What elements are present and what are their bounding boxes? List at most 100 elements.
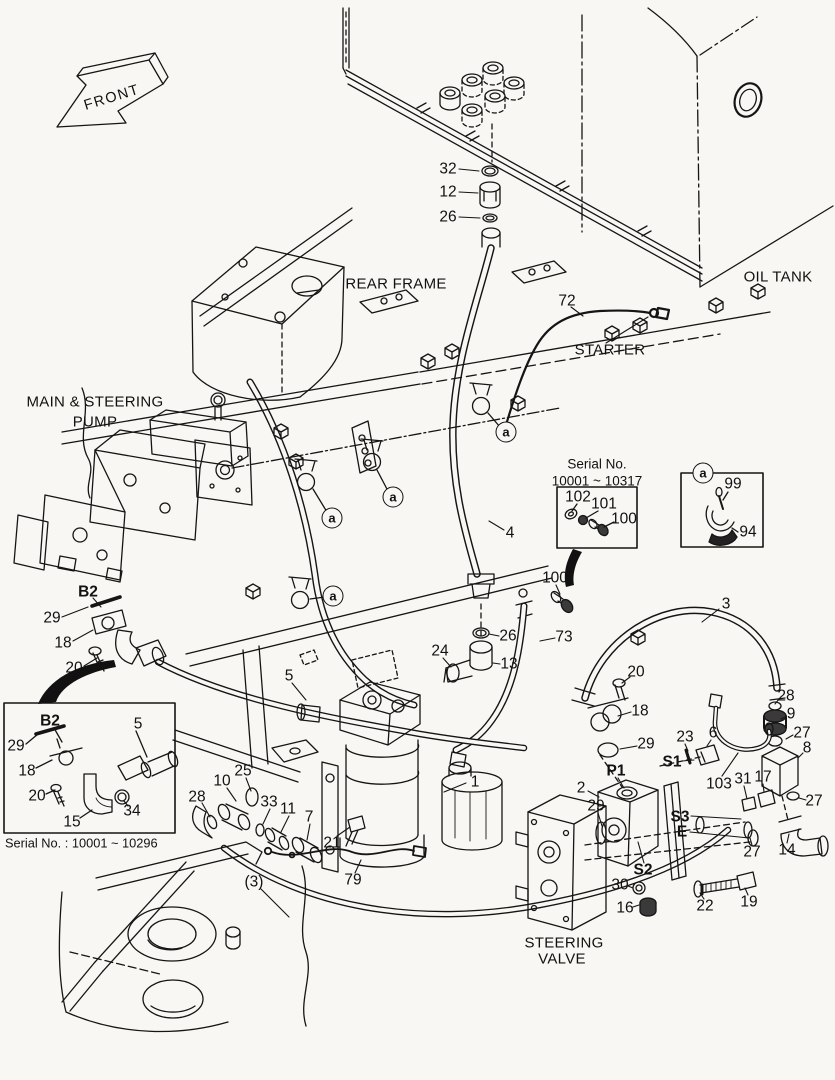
leader-lines [61, 168, 807, 918]
a-marker-inset: a [692, 462, 714, 484]
serial-range-right: 10001 ~ 10317 [551, 473, 643, 489]
callout-20-right: 20 [627, 663, 645, 681]
callout-28-right: 28 [777, 687, 795, 705]
inset-serial-box [556, 486, 638, 549]
callout-32: 32 [439, 160, 457, 178]
callout-18-left: 18 [54, 634, 72, 652]
serial-title-right: Serial No. [567, 456, 627, 472]
starter-wire-72 [504, 306, 671, 427]
callout-p1: P1 [606, 762, 626, 780]
elbow-14 [747, 791, 829, 857]
deck-frame [61, 311, 771, 783]
callout-31: 31 [734, 770, 752, 788]
callout-103: 103 [706, 775, 732, 793]
rear-frame-label: REAR FRAME [345, 275, 447, 293]
callout-5-main: 5 [284, 667, 294, 685]
oil-tank-label: OIL TANK [743, 268, 813, 286]
callout-27-c: 27 [743, 843, 761, 861]
main-pump-label-1: MAIN & STEERING [26, 393, 164, 411]
callout-24: 24 [431, 642, 449, 660]
inset-callout-18: 18 [18, 762, 36, 780]
callout-29-left: 29 [43, 609, 61, 627]
main-pump-label-2: PUMP [72, 413, 118, 431]
callout-s2: S2 [633, 861, 653, 879]
callout-101: 101 [591, 495, 617, 513]
deck-nuts [245, 283, 766, 646]
callout-26-mid: 26 [499, 627, 517, 645]
inset-callout-b2: B2 [40, 712, 60, 730]
inset-callout-20: 20 [28, 787, 46, 805]
hose-clamps-a [288, 382, 501, 610]
callout-11: 11 [279, 800, 297, 818]
callout-7: 7 [304, 808, 314, 826]
hose-left-run [246, 378, 418, 709]
callout-16: 16 [616, 899, 634, 917]
callout-20-left: 20 [65, 659, 83, 677]
starter-label: STARTER [574, 341, 646, 359]
callout-72: 72 [558, 292, 576, 310]
a-marker-1: a [495, 421, 517, 443]
callout-10: 10 [213, 772, 231, 790]
callout-100-inset: 100 [611, 510, 637, 528]
callout-25: 25 [234, 762, 252, 780]
callout-102: 102 [565, 488, 591, 506]
inset-callout-29: 29 [7, 737, 25, 755]
valve-adapter-2 [584, 779, 776, 917]
callout-29-valve: 29 [587, 797, 605, 815]
callout-21: 21 [323, 834, 341, 852]
callout-13: 13 [500, 655, 518, 673]
callout-19: 19 [740, 893, 758, 911]
callout-27-b: 27 [805, 792, 823, 810]
swoosh-arrow-right [564, 549, 582, 587]
inset-callout-15: 15 [63, 813, 81, 831]
a-marker-2: a [382, 486, 404, 508]
callout-26-top: 26 [439, 208, 457, 226]
clamp-18b [587, 678, 629, 788]
upper-frame-rail [342, 7, 703, 282]
hose-73 [452, 588, 533, 754]
callout-79: 79 [344, 871, 362, 889]
callout-2: 2 [576, 779, 586, 797]
callout-22: 22 [696, 897, 714, 915]
a-marker-3: a [321, 507, 343, 529]
callout-3-qty: (3) [244, 873, 264, 891]
callout-17: 17 [754, 768, 772, 786]
callout-94: 94 [739, 523, 757, 541]
callout-27-a: 27 [793, 724, 811, 742]
steering-valve-label-1: STEERING [524, 934, 604, 952]
hose-79-sweep [220, 826, 732, 918]
swoosh-arrow-left [38, 660, 116, 704]
callout-4: 4 [505, 524, 515, 542]
callout-s3: S3 [670, 808, 690, 826]
box-plate [81, 207, 353, 499]
hose-3-lower-left [61, 861, 195, 1012]
callout-73: 73 [555, 628, 573, 646]
frame-arm-bottom-left [58, 841, 309, 1033]
inset-callout-5: 5 [133, 715, 143, 733]
callout-30: 30 [611, 876, 629, 894]
callout-b2-main: B2 [78, 583, 98, 601]
callout-12: 12 [439, 183, 457, 201]
callout-8: 8 [802, 739, 812, 757]
oil-tank-outline [581, 7, 834, 288]
callout-14: 14 [778, 841, 796, 859]
callout-100-main: 100 [542, 569, 568, 587]
callout-e: E [676, 823, 688, 841]
callout-3: 3 [721, 595, 731, 613]
serial-caption-left: Serial No. : 10001 ~ 10296 [5, 835, 158, 851]
wire-79 [263, 845, 427, 859]
callout-9: 9 [786, 705, 796, 723]
inset-clamp-box [680, 472, 764, 548]
canister-1 [441, 751, 503, 851]
callout-33: 33 [260, 793, 278, 811]
hose-103 [708, 693, 774, 752]
inset-callout-34: 34 [123, 802, 141, 820]
a-marker-4: a [322, 585, 344, 607]
callout-6: 6 [708, 724, 718, 742]
callout-28-left: 28 [188, 788, 206, 806]
hose-5 [154, 658, 528, 752]
callout-29-right: 29 [637, 735, 655, 753]
callout-23: 23 [676, 728, 694, 746]
